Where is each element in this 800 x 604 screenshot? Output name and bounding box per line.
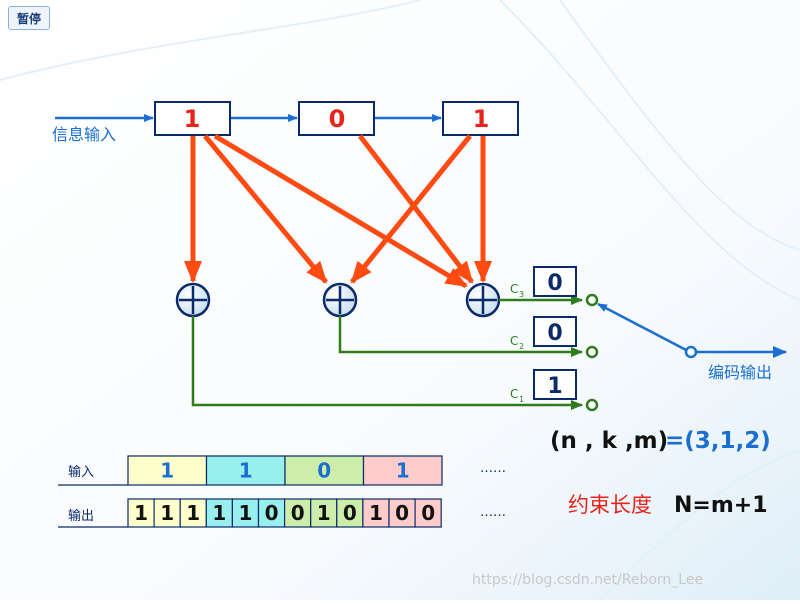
output-cell: 0	[284, 498, 312, 528]
register-3: 1	[442, 101, 519, 136]
tap-arrows	[184, 133, 492, 289]
output-cell: 1	[231, 498, 260, 528]
output-cell-bg	[388, 498, 416, 528]
output-cell-bg	[153, 498, 181, 528]
output-c3-subscript: 3	[519, 290, 524, 299]
output-bit: 1	[369, 501, 383, 525]
output-c2: 0 C 2	[510, 316, 577, 351]
output-c3-value: 0	[547, 271, 562, 296]
input-bit: 1	[239, 459, 253, 483]
input-bit: 0	[317, 459, 331, 483]
output-cell-bg	[231, 498, 260, 528]
output-cell: 1	[179, 498, 207, 528]
output-cell: 0	[414, 498, 442, 528]
output-bit: 0	[343, 501, 357, 525]
output-c2-label: C	[510, 334, 518, 348]
output-bit: 0	[291, 501, 305, 525]
tap-r3-to-xor2	[350, 134, 472, 284]
output-row-label: 输出	[68, 508, 94, 524]
output-ellipsis: ……	[480, 505, 506, 520]
terminal-c1	[585, 398, 599, 412]
input-cell: 1	[362, 455, 443, 486]
output-cell-bg	[310, 498, 338, 528]
pause-button-label: 暂停	[17, 11, 41, 26]
tap-r1-to-xor2	[203, 134, 328, 284]
output-bit: 0	[421, 501, 435, 525]
output-c1-value: 1	[547, 374, 562, 399]
output-c3: 0 C 3	[510, 266, 577, 299]
output-bit: 0	[395, 501, 409, 525]
tap-r1-to-xor3	[213, 133, 468, 289]
code-output-label: 编码输出	[708, 363, 772, 382]
params-value: =(3,1,2)	[665, 428, 771, 454]
input-sequence: 1 1 0 1	[127, 455, 443, 486]
commutator-arm	[597, 302, 691, 354]
output-cell: 1	[362, 498, 390, 528]
xor-adder-3	[465, 282, 501, 318]
register-2: 0	[298, 101, 375, 136]
output-c2-subscript: 2	[519, 342, 524, 351]
output-c1: 1 C 1	[510, 369, 577, 404]
output-bit: 1	[134, 501, 148, 525]
output-line-c2	[338, 316, 583, 357]
input-bit: 1	[160, 459, 174, 483]
terminal-c2	[585, 345, 599, 359]
params-label: (n , k ,m)	[550, 428, 668, 454]
constraint-length-label: 约束长度	[568, 493, 652, 517]
input-cell: 0	[284, 455, 365, 486]
tap-r2-to-xor3	[358, 134, 474, 284]
register-1-value: 1	[184, 105, 201, 133]
output-bit: 1	[317, 501, 331, 525]
output-cell: 0	[388, 498, 416, 528]
xor-adder-1	[175, 282, 211, 318]
output-bit: 0	[265, 501, 279, 525]
output-cell: 1	[205, 498, 234, 528]
output-cell: 1	[127, 498, 155, 528]
pause-button[interactable]: 暂停	[8, 6, 50, 30]
terminal-c3	[585, 293, 599, 307]
output-bit: 1	[212, 501, 226, 525]
commutator-pivot	[684, 345, 698, 359]
input-cell-bg	[205, 455, 286, 486]
input-cell-bg	[362, 455, 443, 486]
output-cell: 0	[336, 498, 364, 528]
constraint-length-formula: N=m+1	[674, 493, 768, 518]
output-cell: 1	[153, 498, 181, 528]
output-c3-label: C	[510, 282, 518, 296]
output-bit: 1	[238, 501, 252, 525]
output-cell: 0	[257, 498, 286, 528]
output-c1-subscript: 1	[519, 395, 524, 404]
output-cell-bg	[414, 498, 442, 528]
output-lines	[191, 295, 583, 410]
register-3-value: 1	[473, 105, 490, 133]
output-c1-label: C	[510, 387, 518, 401]
output-cell-bg	[362, 498, 390, 528]
switch-terminals	[585, 293, 599, 412]
output-cell-bg	[336, 498, 364, 528]
input-cell: 1	[127, 455, 208, 486]
xor-adder-2	[322, 282, 358, 318]
info-input-label: 信息输入	[52, 125, 116, 144]
output-bit: 1	[160, 501, 174, 525]
register-1: 1	[154, 101, 231, 136]
register-2-value: 0	[329, 105, 346, 133]
input-bit: 1	[396, 459, 410, 483]
watermark: https://blog.csdn.net/Reborn_Lee	[472, 572, 703, 588]
output-cell-bg	[205, 498, 234, 528]
output-c2-value: 0	[547, 321, 562, 346]
output-cell-bg	[127, 498, 155, 528]
output-cell: 1	[310, 498, 338, 528]
output-line-c1	[191, 316, 583, 410]
input-row-label: 输入	[68, 464, 94, 480]
input-cell-bg	[284, 455, 365, 486]
output-bit: 1	[186, 501, 200, 525]
input-ellipsis: ……	[480, 461, 506, 476]
input-cell: 1	[205, 455, 286, 486]
